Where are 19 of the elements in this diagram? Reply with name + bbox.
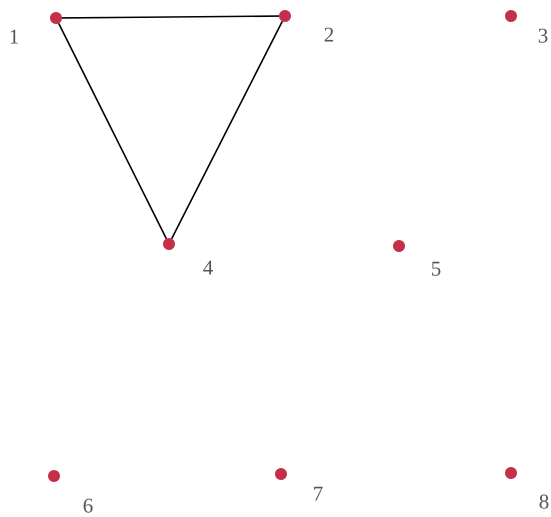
point-number: 7 — [312, 484, 324, 504]
point-number: 3 — [538, 26, 548, 46]
point-dot — [393, 240, 405, 252]
point-number: 8 — [538, 492, 550, 512]
point-number: 6 — [82, 496, 94, 516]
point-dot — [279, 10, 291, 22]
point-dot — [163, 238, 175, 250]
point-dot — [275, 468, 287, 480]
point-number: 1 — [8, 26, 20, 48]
point-dot — [505, 10, 517, 22]
point-number: 5 — [430, 258, 442, 280]
connector-line — [58, 23, 168, 239]
point-dot — [48, 470, 60, 482]
point-dot — [50, 12, 62, 24]
connector-line — [62, 15, 279, 19]
point-number: 4 — [202, 258, 214, 278]
point-dot — [505, 467, 517, 479]
point-number: 2 — [324, 24, 334, 46]
connector-line — [171, 20, 283, 240]
